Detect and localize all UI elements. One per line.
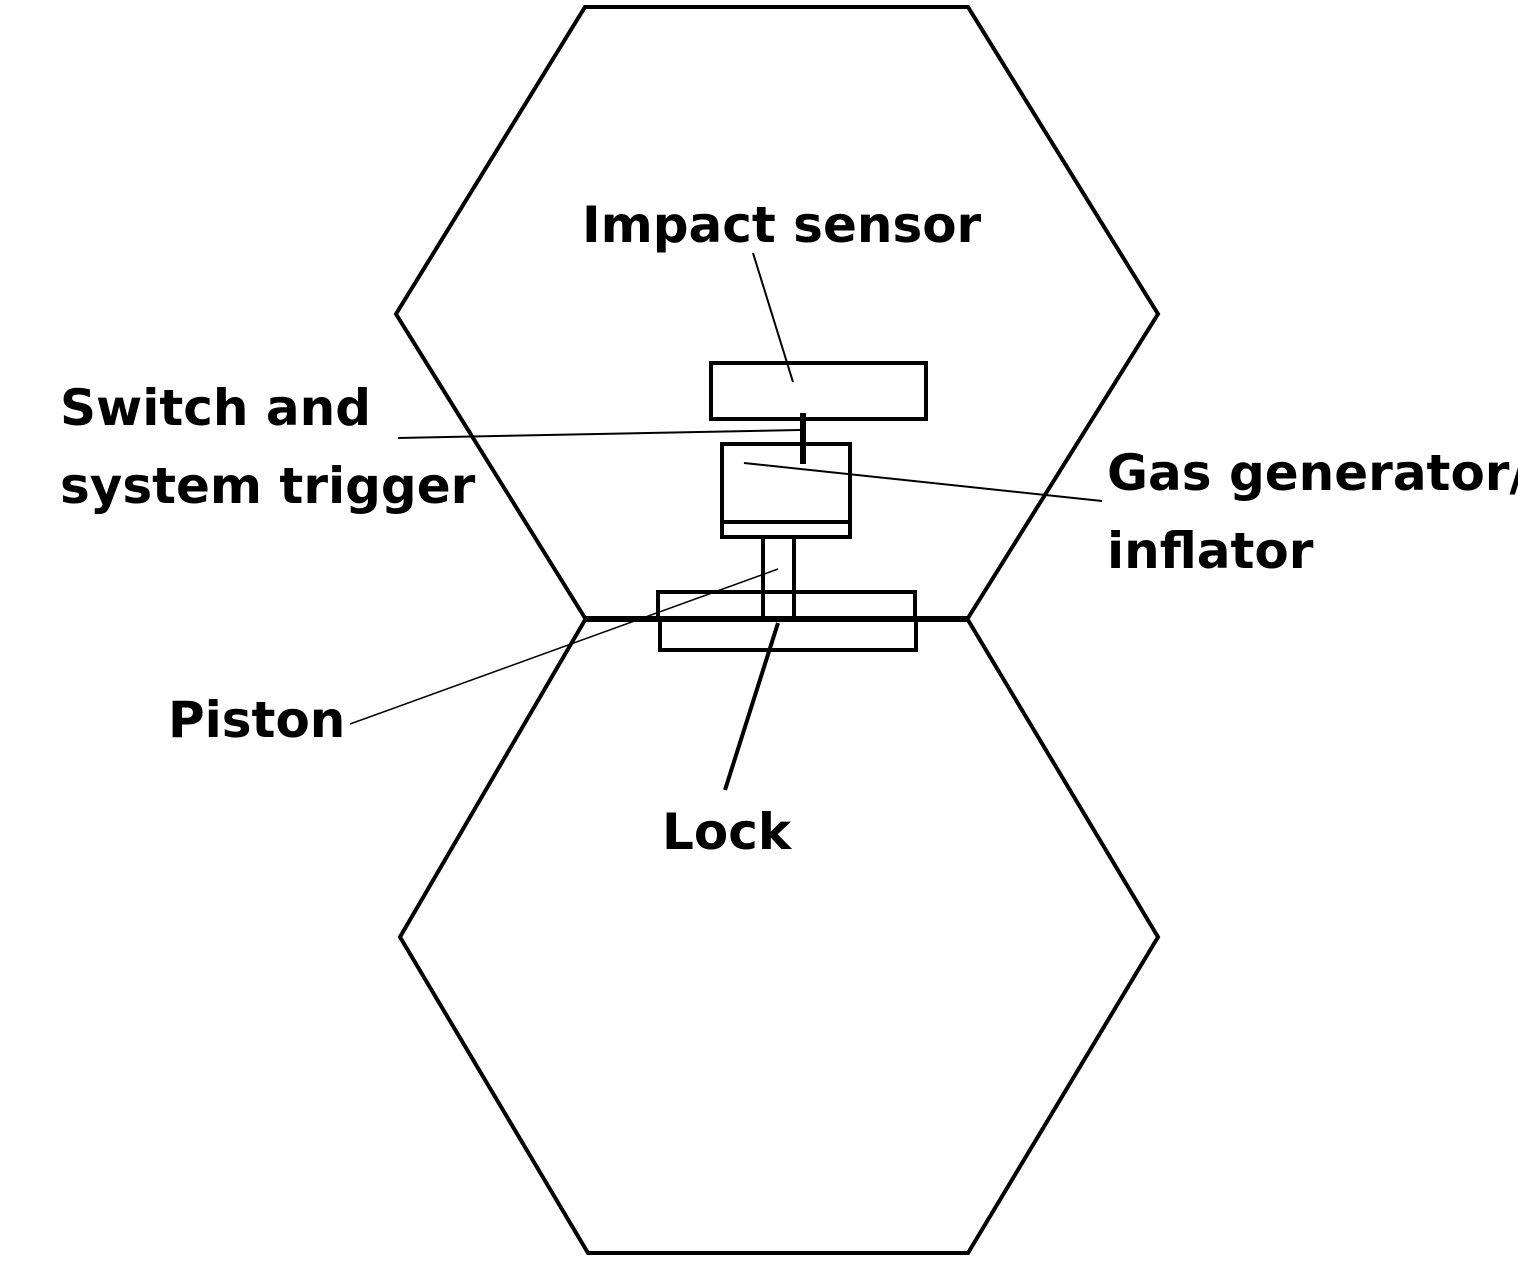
impact-sensor-label: Impact sensor (582, 196, 982, 254)
impact-sensor-box (709, 361, 928, 421)
lock-leader (723, 622, 780, 791)
lock-label: Lock (662, 803, 793, 861)
switch-label-line1: Switch and (60, 379, 371, 437)
switch-leader (397, 429, 801, 439)
gas-generator-leader (743, 462, 1103, 502)
gas-generator-label-line2: inflator (1107, 522, 1314, 580)
switch-label-line2: system trigger (60, 457, 476, 515)
lock-lower-plate (658, 618, 918, 652)
gas-generator-label-line1: Gas generator/ (1107, 444, 1518, 502)
impact-sensor-leader (752, 252, 794, 383)
piston-leader (349, 568, 779, 725)
lower-hexagon (397, 618, 1161, 1255)
piston-label: Piston (168, 691, 345, 749)
